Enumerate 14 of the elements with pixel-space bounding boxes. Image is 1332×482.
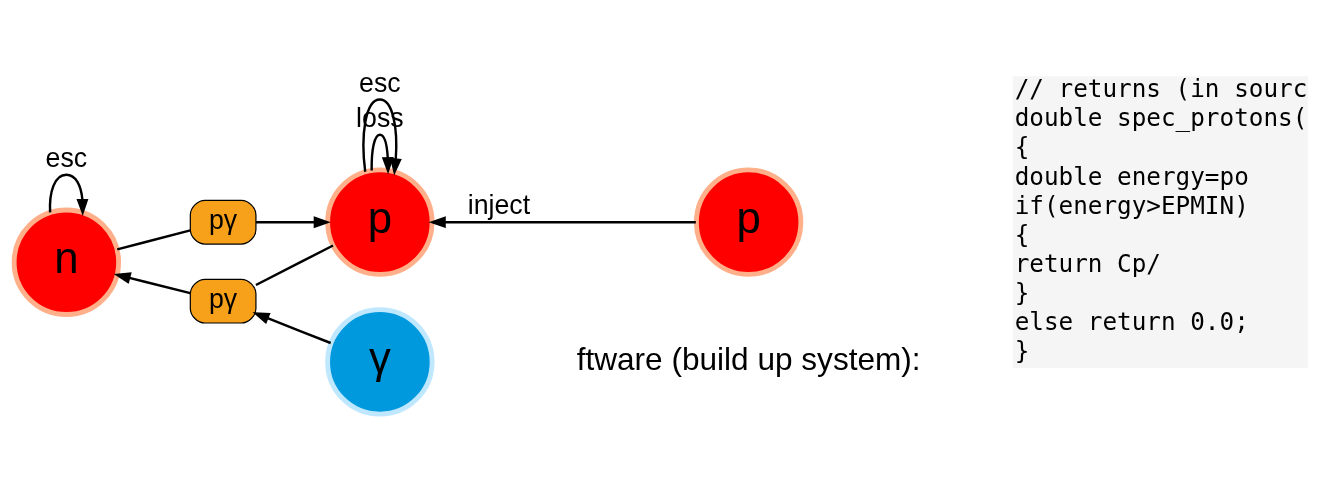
edge-label: esc	[359, 67, 401, 98]
label: {	[1014, 219, 1030, 249]
label: }	[1014, 278, 1030, 308]
label: else return 0.0;	[1014, 307, 1249, 337]
label: double spec_protons(	[1014, 103, 1308, 133]
edge-label: esc	[45, 143, 88, 174]
label: }	[1014, 336, 1030, 366]
label: // returns (in sourc	[1014, 74, 1308, 104]
label: ftware (build up system):	[576, 340, 921, 377]
label: {	[1014, 132, 1030, 162]
label: if(energy>EPMIN)	[1014, 190, 1249, 220]
label: double energy=po	[1014, 161, 1249, 191]
edge-label: inject	[467, 190, 531, 221]
label: return Cp/	[1014, 248, 1161, 278]
